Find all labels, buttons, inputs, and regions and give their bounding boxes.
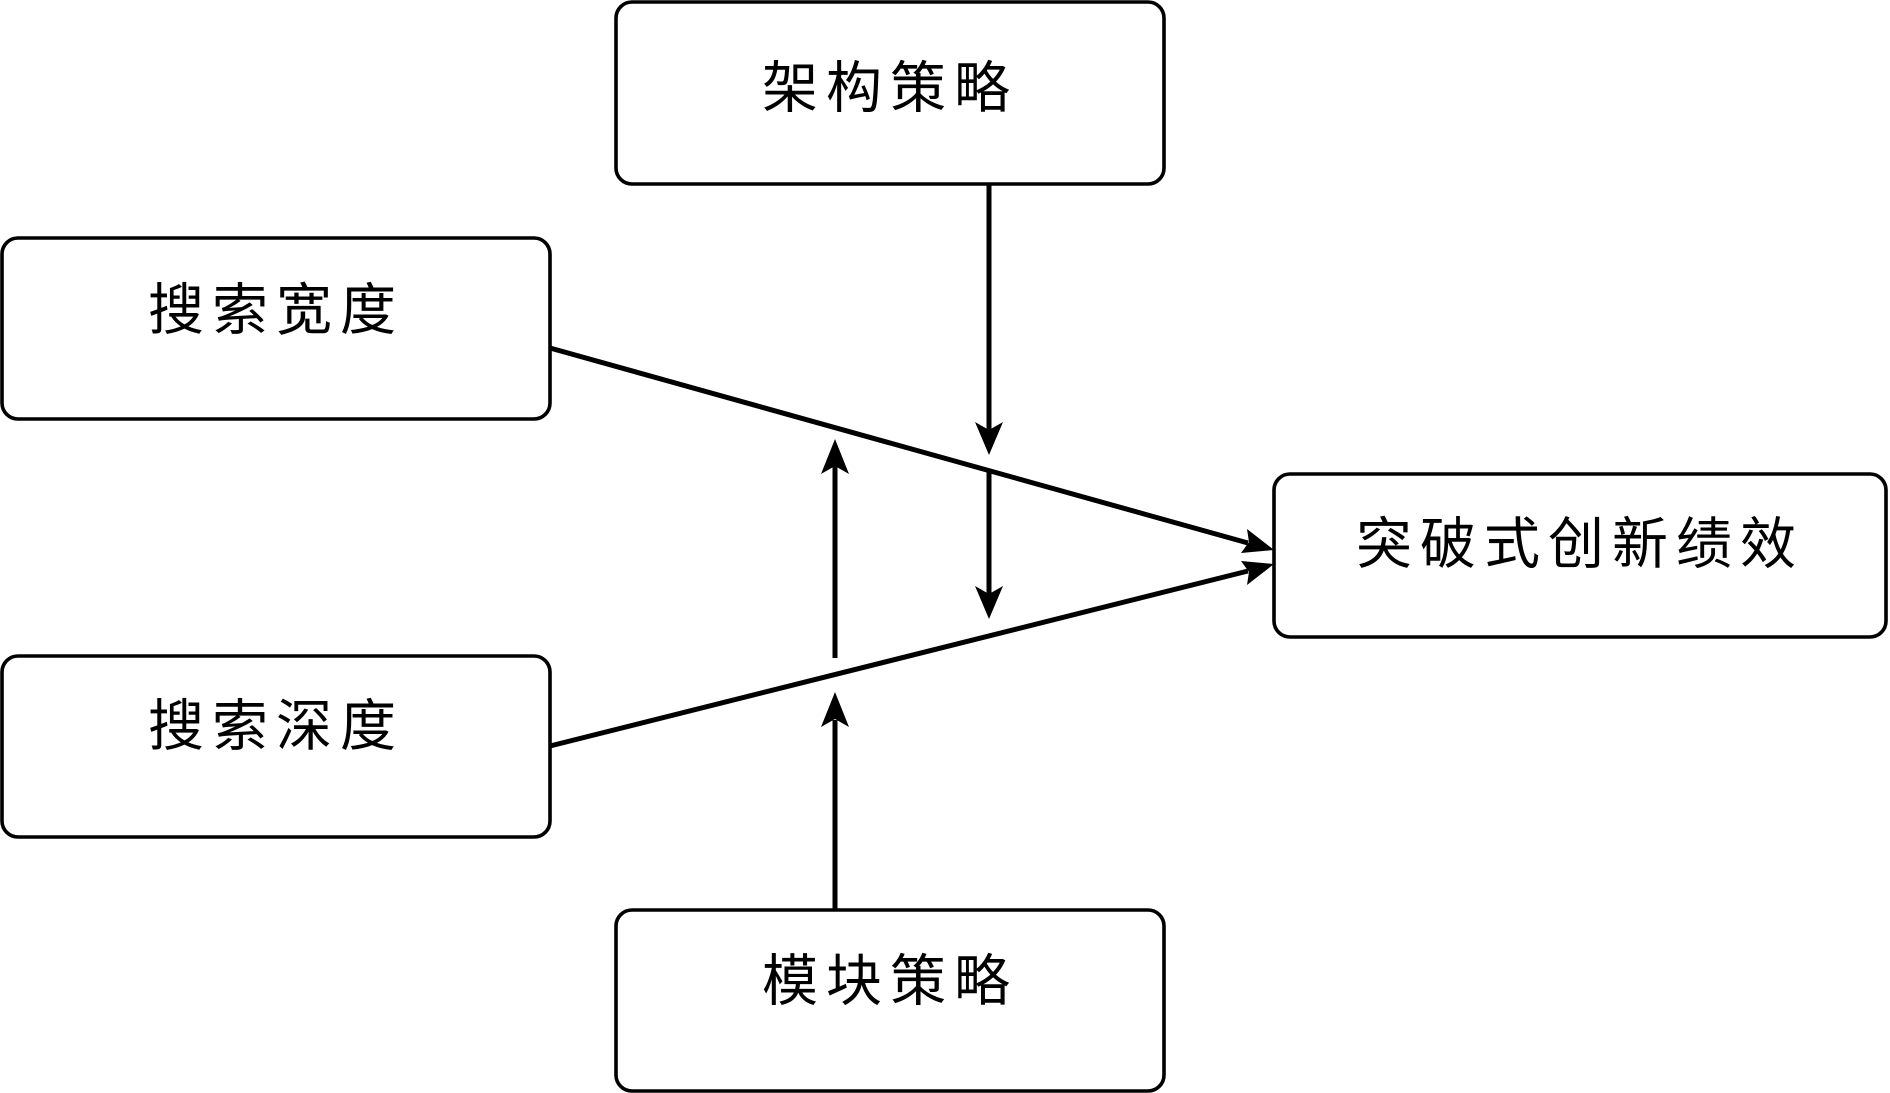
node-modular-strategy: 模块策略 xyxy=(614,908,1166,1093)
node-label: 搜索宽度 xyxy=(148,279,404,344)
arrowhead xyxy=(1241,561,1274,585)
arrowhead xyxy=(821,439,849,474)
node-search-depth: 搜索深度 xyxy=(0,654,552,839)
edge-line xyxy=(549,568,1249,749)
node-box xyxy=(614,908,1166,1093)
arrowhead xyxy=(975,422,1003,455)
node-label: 架构策略 xyxy=(762,57,1018,122)
edge-modular-to-depth-path xyxy=(821,692,849,910)
edge-breadth-to-innovation xyxy=(549,345,1274,553)
node-label: 模块策略 xyxy=(762,950,1018,1015)
edge-line xyxy=(549,345,1249,546)
edge-architecture-to-depth-path xyxy=(975,470,1003,619)
node-label: 突破式创新绩效 xyxy=(1356,513,1804,578)
edge-depth-to-innovation xyxy=(549,561,1274,749)
node-box xyxy=(0,236,552,421)
node-box xyxy=(614,0,1166,186)
node-architecture-strategy: 架构策略 xyxy=(614,0,1166,186)
node-breakthrough-innovation: 突破式创新绩效 xyxy=(1272,472,1888,639)
node-box xyxy=(1272,472,1888,639)
edge-architecture-to-breadth-path xyxy=(975,184,1003,455)
node-label: 搜索深度 xyxy=(148,695,404,760)
arrowhead xyxy=(821,692,849,727)
arrowhead xyxy=(1241,529,1274,553)
arrowhead xyxy=(975,586,1003,619)
edge-modular-to-breadth-path xyxy=(821,439,849,658)
node-box xyxy=(0,654,552,839)
node-search-breadth: 搜索宽度 xyxy=(0,236,552,421)
